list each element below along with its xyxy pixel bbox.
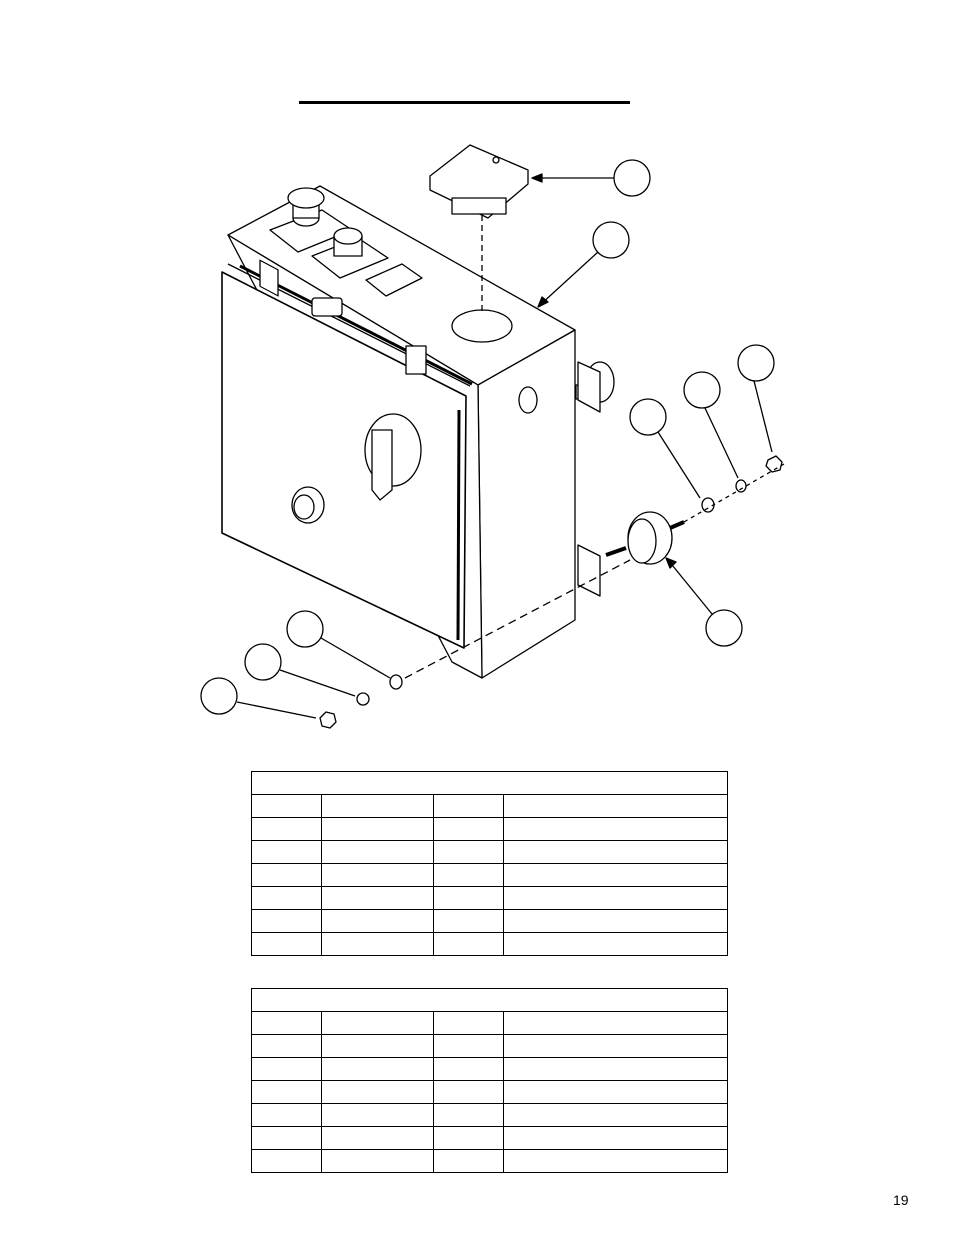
washer-icon [701, 455, 783, 513]
table-cell [503, 840, 728, 864]
column-header [433, 1011, 504, 1035]
table-cell [321, 1149, 434, 1173]
nut-icon [319, 674, 403, 729]
table-cell [251, 886, 322, 910]
table-cell [321, 909, 434, 933]
column-header [433, 794, 504, 818]
table-cell [251, 817, 322, 841]
table-cell [433, 863, 504, 887]
table-row [251, 886, 728, 910]
table-cell [433, 1126, 504, 1150]
mounting-foot-icon [575, 361, 615, 597]
table-cell [321, 1103, 434, 1127]
table-header-row [251, 1011, 728, 1035]
table-cell [251, 863, 322, 887]
table-cell [321, 863, 434, 887]
leader-lines [236, 173, 773, 719]
table-cell [433, 909, 504, 933]
table-row [251, 1080, 728, 1104]
table-cell [251, 840, 322, 864]
table-row [251, 1149, 728, 1173]
exploded-assembly-drawing [200, 144, 785, 729]
table-cell [321, 1034, 434, 1058]
table-cell [503, 1034, 728, 1058]
table-cell [503, 932, 728, 956]
top-cutout-icon [451, 309, 513, 343]
column-header [251, 1011, 322, 1035]
table-cell [433, 932, 504, 956]
table-title [251, 988, 728, 1012]
table-cell [433, 1149, 504, 1173]
table-cell [503, 886, 728, 910]
disconnect-handle-icon [364, 413, 422, 501]
table-cell [503, 1057, 728, 1081]
table-cell [503, 863, 728, 887]
parts-table-1 [251, 771, 728, 956]
column-header [251, 794, 322, 818]
table-cell [321, 840, 434, 864]
table-cell [503, 1080, 728, 1104]
table-cell [433, 1034, 504, 1058]
table-cell [251, 1126, 322, 1150]
table-cell [321, 932, 434, 956]
table-cell [433, 840, 504, 864]
parts-table-2 [251, 988, 728, 1173]
table-header-row [251, 794, 728, 818]
table-cell [251, 1034, 322, 1058]
table-cell [503, 909, 728, 933]
table-cell [251, 909, 322, 933]
table-row [251, 1057, 728, 1081]
door-lock-icon [291, 486, 325, 524]
table-title [251, 771, 728, 795]
table-row [251, 1103, 728, 1127]
table-cell [503, 1149, 728, 1173]
table-cell [433, 1057, 504, 1081]
callout-balloons [200, 159, 775, 715]
column-header [503, 1011, 728, 1035]
table-cell [433, 886, 504, 910]
table-cell [251, 1080, 322, 1104]
door-hinge-icon [259, 259, 427, 375]
table-cell [433, 817, 504, 841]
page-number: 19 [893, 1192, 909, 1208]
table-cell [321, 886, 434, 910]
column-header [503, 794, 728, 818]
table-cell [503, 1103, 728, 1127]
table-row [251, 909, 728, 933]
table-row [251, 1126, 728, 1150]
table-cell [251, 932, 322, 956]
table-cell [251, 1057, 322, 1081]
table-cell [433, 1080, 504, 1104]
table-cell [321, 817, 434, 841]
table-cell [321, 1057, 434, 1081]
vibration-isolator-icon [605, 511, 685, 565]
button-guard-icon [429, 144, 529, 219]
title-underline [299, 101, 630, 104]
table-row [251, 840, 728, 864]
table-row [251, 932, 728, 956]
start-button-icon [311, 227, 389, 279]
table-row [251, 863, 728, 887]
table-cell [503, 817, 728, 841]
column-header [321, 794, 434, 818]
table-cell [251, 1103, 322, 1127]
table-row [251, 817, 728, 841]
indicator-window-icon [365, 263, 423, 297]
side-cutout-icon [518, 386, 538, 414]
table-cell [251, 1149, 322, 1173]
column-header [321, 1011, 434, 1035]
table-cell [503, 1126, 728, 1150]
table-cell [433, 1103, 504, 1127]
table-cell [321, 1126, 434, 1150]
table-cell [321, 1080, 434, 1104]
table-row [251, 1034, 728, 1058]
